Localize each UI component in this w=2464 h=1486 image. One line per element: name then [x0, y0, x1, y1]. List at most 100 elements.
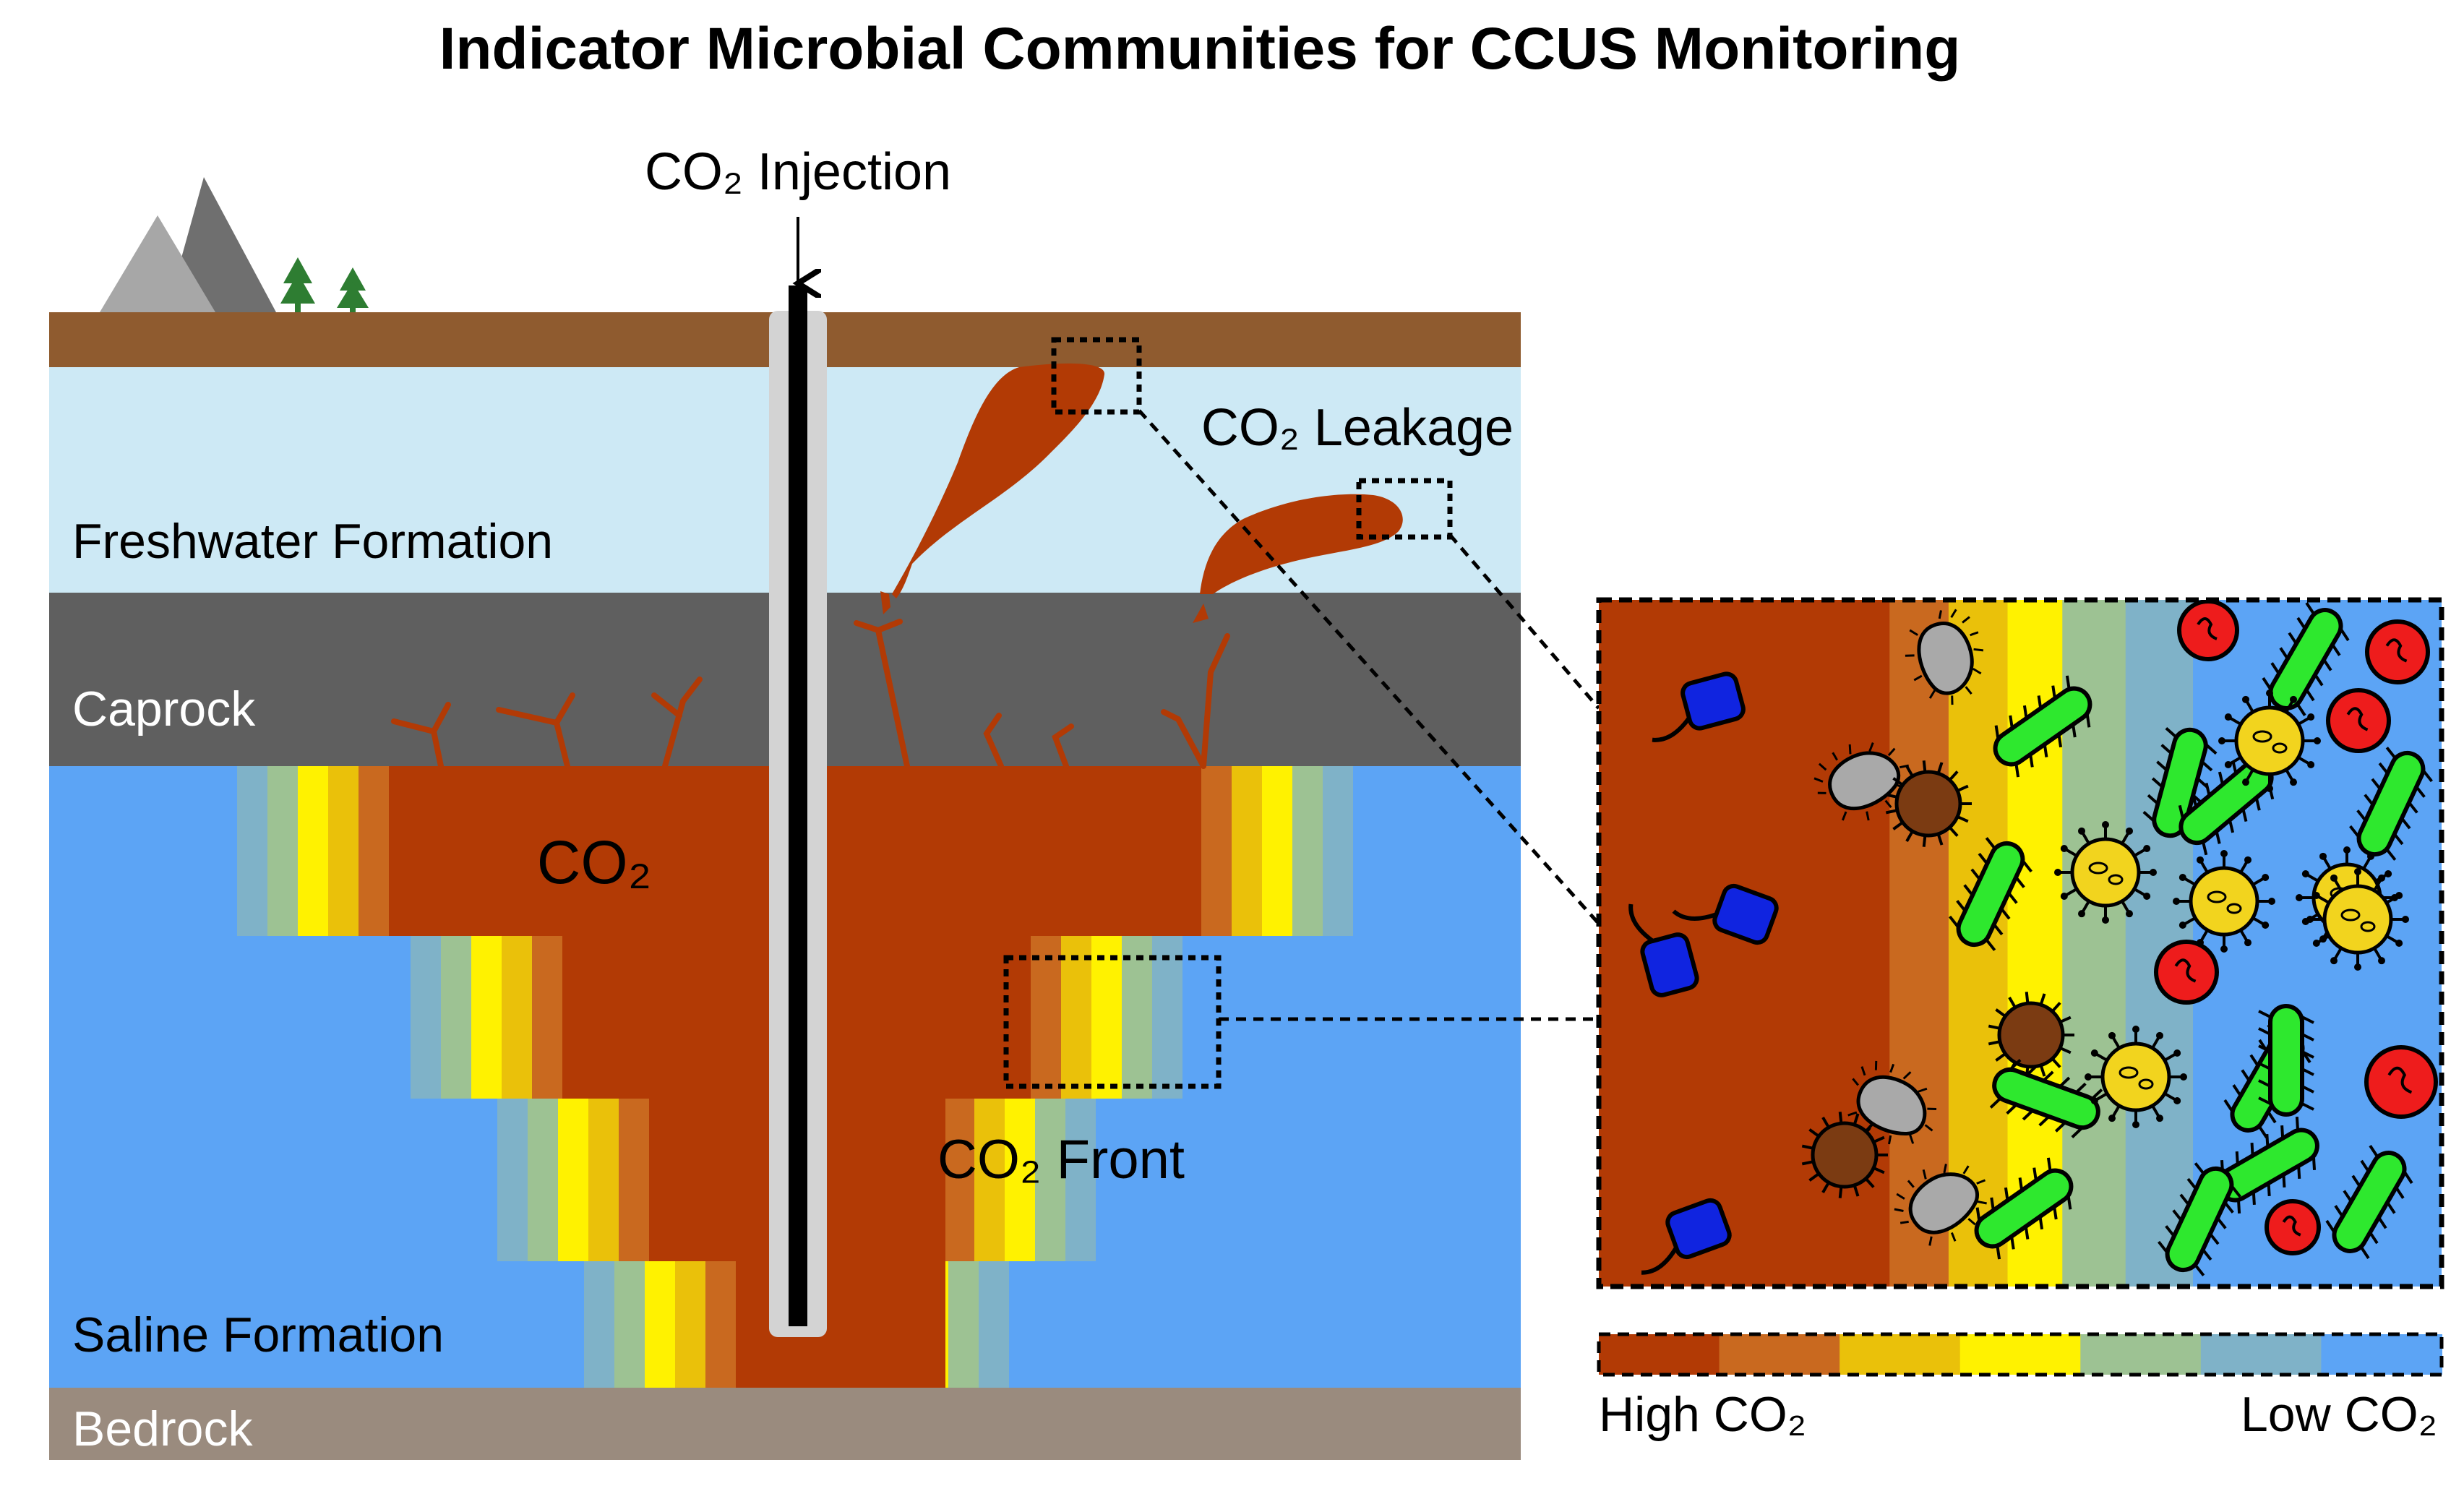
rod-bacterium-icon — [2258, 1004, 2314, 1117]
gradient-band — [298, 766, 328, 936]
brown-cell-icon — [1988, 992, 2074, 1078]
gradient-band — [675, 1261, 705, 1388]
front-sample-box[interactable] — [1003, 955, 1222, 1089]
bedrock-label: Bedrock — [72, 1401, 253, 1456]
bedrock-layer — [49, 1388, 1521, 1460]
microbe-zoom-panel — [1596, 597, 2444, 1289]
virus-icon — [2173, 850, 2275, 953]
red-cell-icon — [2364, 1045, 2438, 1119]
legend-low-label: Low CO₂ — [2241, 1387, 2437, 1442]
gray-cell-icon — [1894, 1164, 1987, 1246]
gray-cell-icon — [1905, 609, 1984, 705]
injection-well[interactable] — [769, 285, 827, 1337]
virus-icon — [2218, 690, 2321, 792]
gradient-band — [1005, 1099, 1035, 1261]
gradient-band — [411, 936, 441, 1099]
zoom-connectors — [1138, 409, 1600, 1021]
legend-high-label: High CO₂ — [1599, 1387, 1806, 1442]
gradient-band — [974, 1099, 1005, 1261]
gradient-band — [441, 936, 471, 1099]
gradient-band — [1061, 936, 1091, 1099]
freshwater-label: Freshwater Formation — [72, 514, 553, 569]
gradient-band — [1201, 766, 1232, 936]
leakage-sample-box-1[interactable] — [1051, 337, 1142, 415]
gradient-band — [558, 1099, 588, 1261]
red-cell-icon — [2365, 619, 2430, 684]
gradient-band — [1232, 766, 1262, 936]
rod-bacterium-icon — [1949, 837, 2032, 951]
panel-band — [1889, 600, 1949, 1287]
gradient-band — [471, 936, 502, 1099]
red-cell-icon — [2265, 1199, 2321, 1255]
co2-gradient-legend — [1597, 1332, 2444, 1377]
virus-icon — [2306, 868, 2409, 971]
gradient-band — [497, 1099, 528, 1261]
leakage-plume — [880, 363, 1403, 623]
red-cell-icon — [2154, 940, 2219, 1005]
gradient-band — [1091, 936, 1122, 1099]
rod-bacterium-icon — [1989, 1059, 2103, 1138]
gradient-band — [1065, 1099, 1096, 1261]
blue-cell-icon — [1628, 903, 1699, 997]
gradient-band — [705, 1261, 736, 1388]
gradient-band — [1292, 766, 1323, 936]
red-cell-icon — [2326, 688, 2391, 753]
legend-band — [2321, 1334, 2442, 1375]
gradient-band — [328, 766, 359, 936]
gradient-band — [1035, 1099, 1065, 1261]
leakage-sample-box-2[interactable] — [1356, 478, 1453, 540]
gradient-band — [237, 766, 267, 936]
gradient-band — [584, 1261, 614, 1388]
blue-cell-icon — [1672, 883, 1779, 945]
gradient-band — [948, 1261, 979, 1388]
rod-bacterium-icon — [2325, 1145, 2413, 1259]
legend-band — [1719, 1334, 1841, 1375]
mountain-icon — [100, 177, 276, 312]
gray-cell-icon — [1813, 742, 1909, 821]
tree-icon — [280, 257, 369, 314]
legend-band — [1840, 1334, 1961, 1375]
virus-icon — [2054, 821, 2157, 924]
saline-label: Saline Formation — [72, 1307, 444, 1362]
gradient-band — [944, 1099, 974, 1261]
gradient-band — [359, 766, 389, 936]
blue-cell-icon — [1652, 671, 1746, 742]
leakage-label: CO₂ Leakage — [1201, 399, 1514, 457]
caprock-fractures — [391, 619, 1230, 769]
red-cell-icon — [2177, 600, 2239, 661]
gradient-band — [1122, 936, 1152, 1099]
gradient-band — [502, 936, 532, 1099]
gradient-band — [267, 766, 298, 936]
co2-front-label: CO₂ Front — [937, 1129, 1185, 1190]
brown-cell-icon — [1885, 760, 1972, 847]
legend-band — [2200, 1334, 2322, 1375]
legend-band — [1599, 1334, 1720, 1375]
blue-cell-icon — [1641, 1198, 1732, 1275]
rod-bacterium-icon — [2158, 1162, 2241, 1276]
gradient-band — [979, 1261, 1009, 1388]
injection-label: CO₂ Injection — [645, 143, 951, 201]
rod-bacterium-icon — [2262, 602, 2350, 716]
rod-bacterium-icon — [1993, 675, 2092, 778]
rod-bacterium-icon — [1974, 1157, 2074, 1260]
gradient-band — [645, 1261, 675, 1388]
gradient-band — [614, 1261, 645, 1388]
gradient-band — [619, 1099, 649, 1261]
gradient-band — [1262, 766, 1292, 936]
gradient-band — [1152, 936, 1182, 1099]
gray-cell-icon — [1847, 1060, 1937, 1145]
legend-band — [1959, 1334, 2082, 1375]
co2-plume-label: CO₂ — [537, 828, 652, 896]
gradient-band — [528, 1099, 558, 1261]
gradient-band — [1323, 766, 1353, 936]
gradient-band — [532, 936, 562, 1099]
rod-bacterium-icon — [2142, 726, 2218, 839]
brown-cell-icon — [1801, 1112, 1888, 1198]
gradient-band — [588, 1099, 619, 1261]
figure-title: Indicator Microbial Communities for CCUS… — [439, 16, 1961, 82]
rod-bacterium-icon — [2349, 747, 2433, 861]
caprock-label: Caprock — [72, 682, 256, 736]
virus-icon — [2085, 1026, 2187, 1128]
legend-band — [2080, 1334, 2202, 1375]
